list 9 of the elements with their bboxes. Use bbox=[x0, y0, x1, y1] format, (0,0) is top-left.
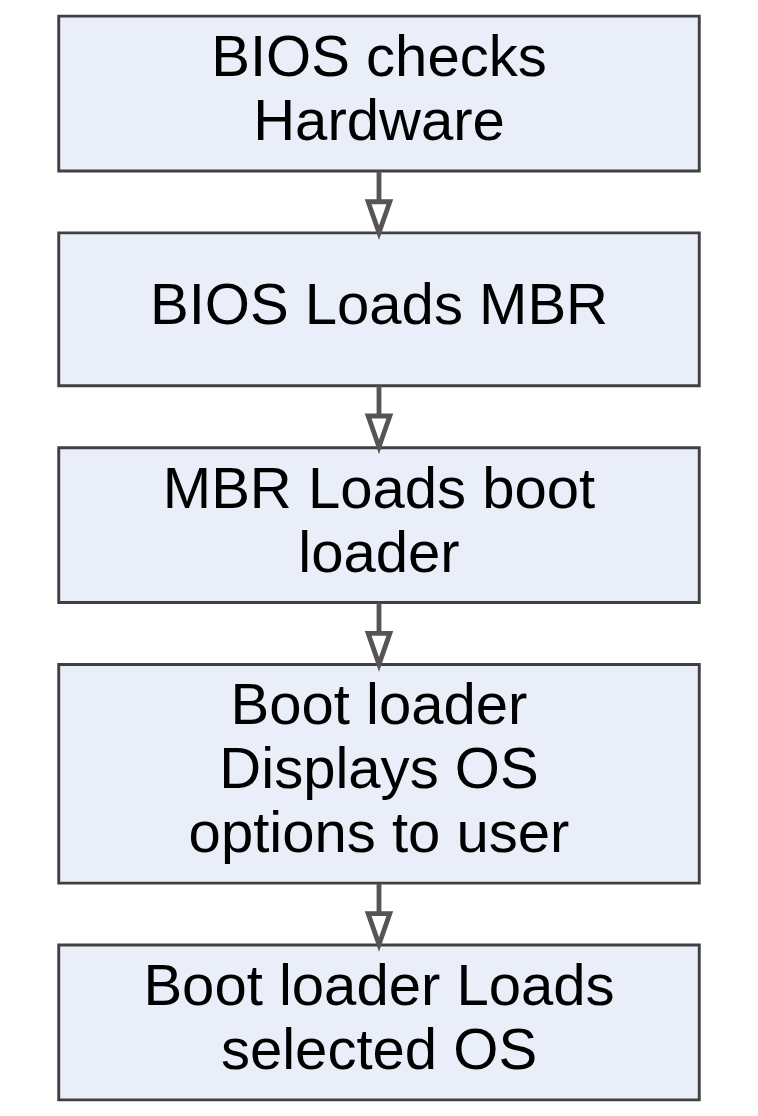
node-box: MBR Loads boot loader bbox=[57, 446, 701, 604]
node-box: BIOS Loads MBR bbox=[57, 231, 701, 388]
node-box: Boot loader Displays OS options to user bbox=[57, 662, 701, 885]
arrow bbox=[364, 883, 394, 952]
arrow bbox=[364, 603, 394, 672]
node-box: BIOS checks Hardware bbox=[57, 14, 701, 173]
arrow bbox=[364, 386, 394, 455]
node-box: Boot loader Loads selected OS bbox=[57, 943, 701, 1102]
arrow bbox=[364, 171, 394, 241]
